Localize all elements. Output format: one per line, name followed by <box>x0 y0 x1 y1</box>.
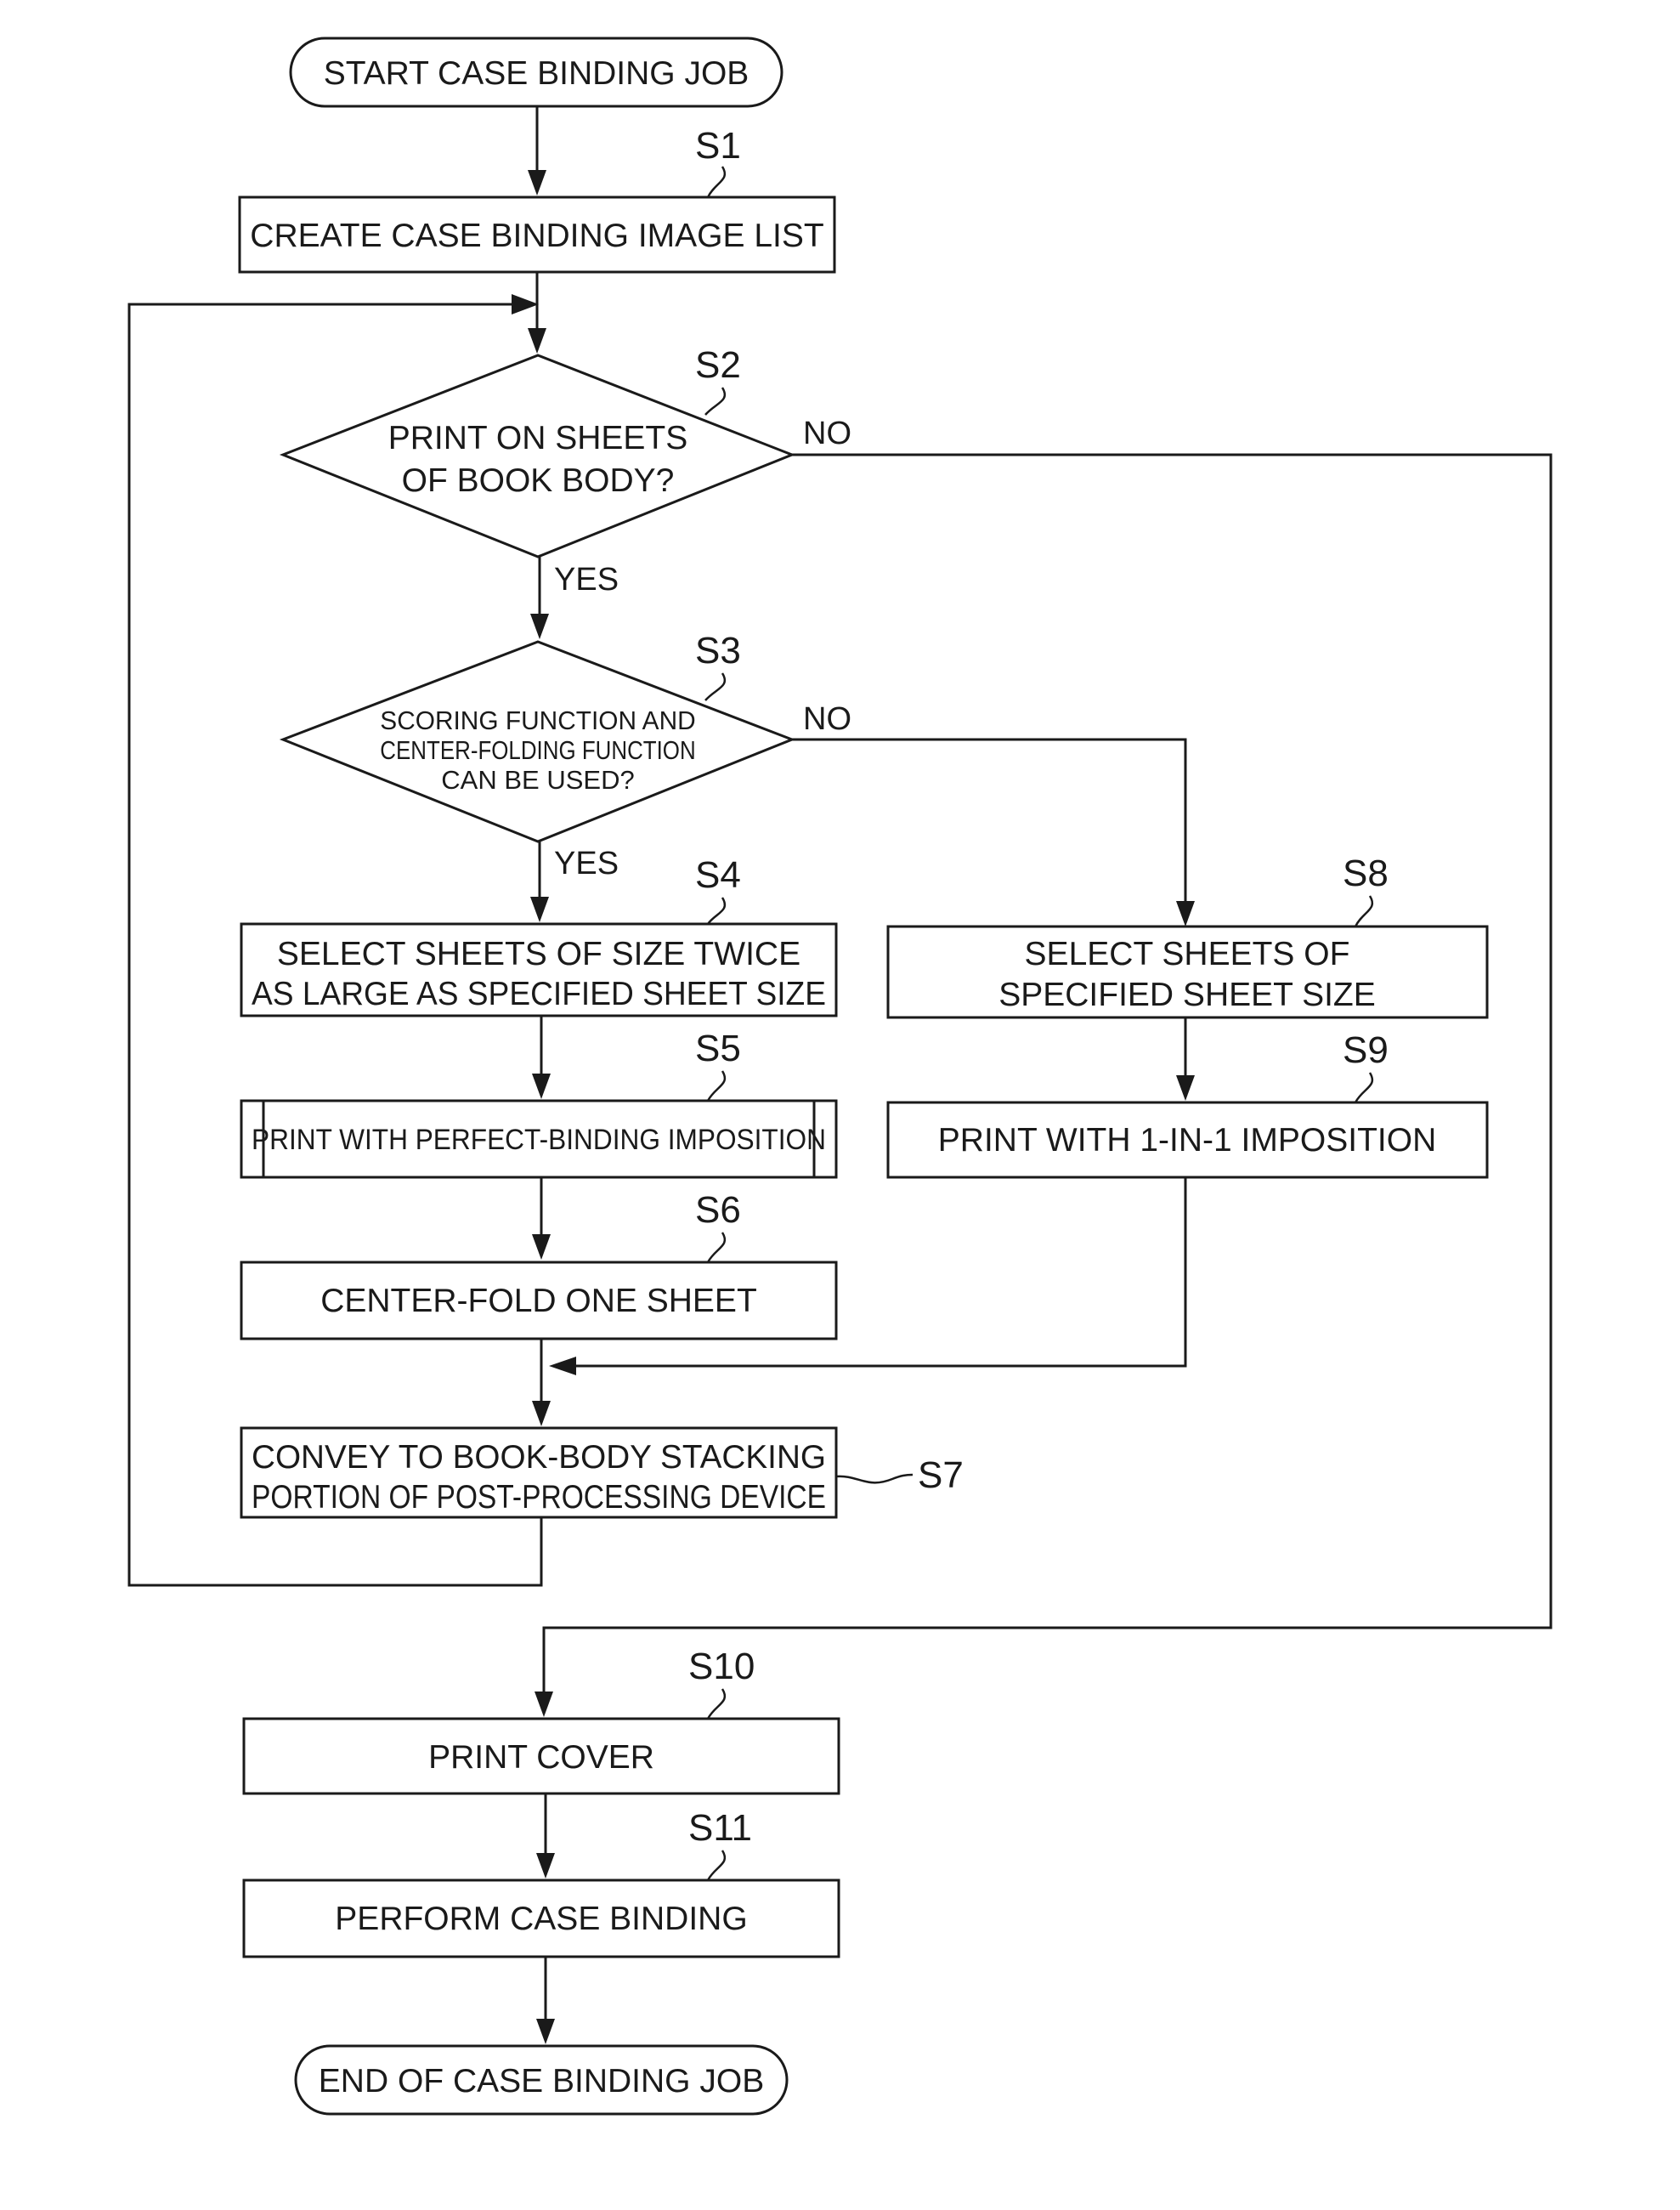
step-s5-leader <box>708 1071 725 1101</box>
arrowhead-s8 <box>1176 901 1195 926</box>
arrowhead-s4 <box>530 897 549 922</box>
step-s9: PRINT WITH 1-IN-1 IMPOSITION S9 <box>888 1029 1487 1177</box>
step-s8-number: S8 <box>1343 853 1389 894</box>
step-s6-label: CENTER-FOLD ONE SHEET <box>320 1283 757 1319</box>
step-s4-line2: AS LARGE AS SPECIFIED SHEET SIZE <box>252 976 826 1012</box>
decision-s2-line1: PRINT ON SHEETS <box>388 420 688 456</box>
arrowhead-loop <box>512 294 539 314</box>
step-s8-leader <box>1355 896 1372 926</box>
start-terminal: START CASE BINDING JOB <box>291 38 782 106</box>
step-s1-label: CREATE CASE BINDING IMAGE LIST <box>250 218 823 254</box>
arrowhead-s2 <box>528 328 546 354</box>
step-s7-number: S7 <box>918 1454 964 1496</box>
step-s9-leader <box>1355 1073 1372 1102</box>
step-s8: SELECT SHEETS OF SPECIFIED SHEET SIZE S8 <box>888 853 1487 1017</box>
arrowhead-s11 <box>536 1853 555 1878</box>
decision-s3-line2: CENTER-FOLDING FUNCTION <box>380 735 695 765</box>
step-s7-leader <box>836 1475 913 1482</box>
step-s10-number: S10 <box>688 1646 755 1687</box>
decision-s2-no-label: NO <box>803 416 851 451</box>
arrowhead-s3 <box>530 614 549 639</box>
step-s4-number: S4 <box>695 854 741 896</box>
arrowhead-end <box>536 2019 555 2044</box>
step-s9-label: PRINT WITH 1-IN-1 IMPOSITION <box>938 1122 1436 1159</box>
decision-s3-line3: CAN BE USED? <box>441 765 634 795</box>
arrowhead-s5 <box>532 1074 551 1099</box>
decision-s3-yes-label: YES <box>554 846 619 881</box>
step-s11-number: S11 <box>688 1807 752 1849</box>
step-s7-line2: PORTION OF POST-PROCESSING DEVICE <box>252 1479 826 1516</box>
connector-s3-no <box>792 740 1185 918</box>
decision-s2: PRINT ON SHEETS OF BOOK BODY? S2 NO YES <box>283 344 851 598</box>
step-s11-leader <box>708 1850 725 1880</box>
step-s10: PRINT COVER S10 <box>244 1646 839 1794</box>
step-s1-leader <box>708 167 725 197</box>
step-s11-label: PERFORM CASE BINDING <box>335 1901 747 1937</box>
decision-s2-number: S2 <box>695 344 741 386</box>
decision-s2-line2: OF BOOK BODY? <box>402 462 675 499</box>
arrowhead-s7 <box>532 1401 551 1426</box>
decision-s3-no-label: NO <box>803 701 851 737</box>
step-s4-line1: SELECT SHEETS OF SIZE TWICE <box>277 936 800 972</box>
step-s11: PERFORM CASE BINDING S11 <box>244 1807 839 1957</box>
arrowhead-s10 <box>535 1692 553 1717</box>
decision-s3: SCORING FUNCTION AND CENTER-FOLDING FUNC… <box>283 630 851 881</box>
step-s5-number: S5 <box>695 1028 741 1069</box>
arrowhead-merge <box>549 1357 576 1375</box>
step-s5: PRINT WITH PERFECT-BINDING IMPOSITION S5 <box>241 1028 836 1177</box>
decision-s2-leader <box>705 388 725 415</box>
arrowhead-s1 <box>528 170 546 196</box>
step-s7-line1: CONVEY TO BOOK-BODY STACKING <box>252 1439 826 1476</box>
arrowhead-s9 <box>1176 1075 1195 1101</box>
start-terminal-label: START CASE BINDING JOB <box>324 55 749 92</box>
decision-s3-leader <box>705 673 725 700</box>
step-s5-label: PRINT WITH PERFECT-BINDING IMPOSITION <box>252 1124 826 1156</box>
step-s4-leader <box>708 898 725 924</box>
end-terminal-label: END OF CASE BINDING JOB <box>319 2063 764 2100</box>
decision-s3-line1: SCORING FUNCTION AND <box>380 706 695 735</box>
arrowhead-s6 <box>532 1234 551 1260</box>
step-s8-line2: SPECIFIED SHEET SIZE <box>998 977 1376 1013</box>
step-s7: CONVEY TO BOOK-BODY STACKING PORTION OF … <box>241 1428 964 1517</box>
step-s8-line1: SELECT SHEETS OF <box>1025 936 1350 972</box>
step-s6: CENTER-FOLD ONE SHEET S6 <box>241 1189 836 1339</box>
step-s6-number: S6 <box>695 1189 741 1231</box>
decision-s3-number: S3 <box>695 630 741 672</box>
step-s1-number: S1 <box>695 125 741 167</box>
step-s6-leader <box>708 1232 725 1262</box>
step-s10-leader <box>708 1689 725 1719</box>
end-terminal: END OF CASE BINDING JOB <box>296 2046 787 2114</box>
decision-s2-yes-label: YES <box>554 562 619 598</box>
step-s10-label: PRINT COVER <box>428 1739 654 1776</box>
step-s9-number: S9 <box>1343 1029 1389 1071</box>
